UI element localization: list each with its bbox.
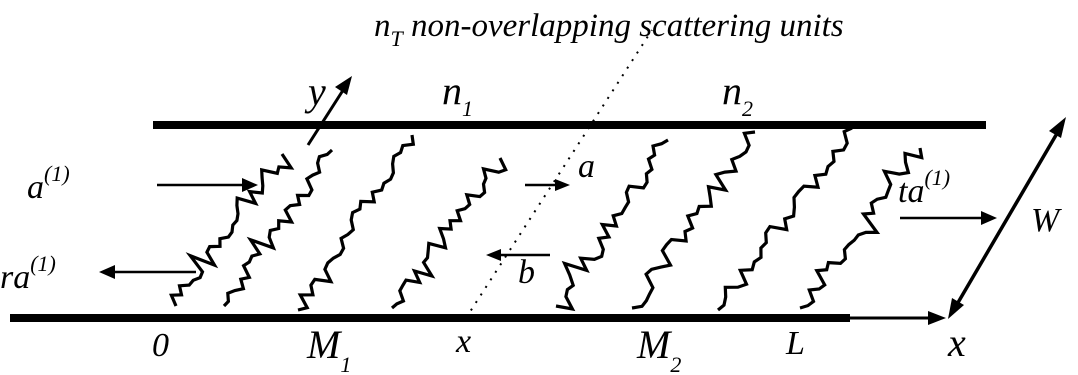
scattering-unit-3 xyxy=(297,134,416,312)
incident-arrowhead xyxy=(242,178,258,192)
m1-subscript: 1 xyxy=(340,352,351,375)
transmitted-wave-label: ta(1) xyxy=(898,165,950,210)
title-n: n xyxy=(374,8,391,44)
width-label: W xyxy=(1031,202,1062,239)
y-axis-line xyxy=(306,83,349,146)
incident-wave-label: a(1) xyxy=(27,161,70,206)
incident-superscript: (1) xyxy=(44,161,70,186)
scattering-unit-1 xyxy=(169,153,295,307)
x-position-label: x xyxy=(455,323,471,360)
dotted-cut-line xyxy=(465,29,653,319)
x-axis-label: x xyxy=(947,320,966,365)
title-text: non-overlapping scattering units xyxy=(403,8,844,44)
x-axis-arrowhead xyxy=(928,311,946,325)
origin-label: 0 xyxy=(152,327,169,364)
n1-subscript: 1 xyxy=(462,96,473,121)
incident-base: a xyxy=(27,169,44,206)
n2-base: n xyxy=(722,68,742,113)
reflected-arrowhead xyxy=(99,265,115,279)
scattering-unit-5 xyxy=(555,138,669,312)
m2-subscript: 2 xyxy=(670,352,681,375)
title-subscript: T xyxy=(391,26,405,51)
m2-base: M xyxy=(636,322,673,367)
width-arrowhead-top xyxy=(1049,117,1066,138)
n2-label: n2 xyxy=(722,68,753,121)
n1-base: n xyxy=(442,68,462,113)
transmitted-base: ta xyxy=(898,173,924,210)
l-label: L xyxy=(785,325,805,362)
y-axis-arrowhead xyxy=(335,76,352,95)
backward-wave-label: b xyxy=(518,254,535,291)
scattering-unit-8 xyxy=(799,147,924,310)
transmitted-arrowhead xyxy=(981,211,997,225)
scattering-unit-7 xyxy=(716,126,853,312)
forward-arrowhead xyxy=(555,179,570,191)
scattering-unit-6 xyxy=(631,130,756,310)
scattering-unit-2 xyxy=(222,148,334,308)
transmitted-superscript: (1) xyxy=(924,165,950,190)
n1-label: n1 xyxy=(442,68,473,121)
n2-subscript: 2 xyxy=(742,96,753,121)
scattering-units xyxy=(169,126,924,312)
scattering-unit-4 xyxy=(390,157,508,310)
m2-label: M2 xyxy=(636,322,681,375)
forward-wave-label: a xyxy=(578,148,595,185)
backward-arrowhead xyxy=(486,249,501,261)
reflected-superscript: (1) xyxy=(30,251,56,276)
width-arrowhead-bottom xyxy=(948,298,964,319)
reflected-base: ra xyxy=(0,259,30,296)
y-axis-label: y xyxy=(304,69,326,114)
m1-base: M xyxy=(306,322,343,367)
width-arrow-line xyxy=(954,129,1061,307)
m1-label: M1 xyxy=(306,322,351,375)
reflected-wave-label: ra(1) xyxy=(0,251,56,296)
diagram-title: nT non-overlapping scattering units xyxy=(374,8,844,51)
